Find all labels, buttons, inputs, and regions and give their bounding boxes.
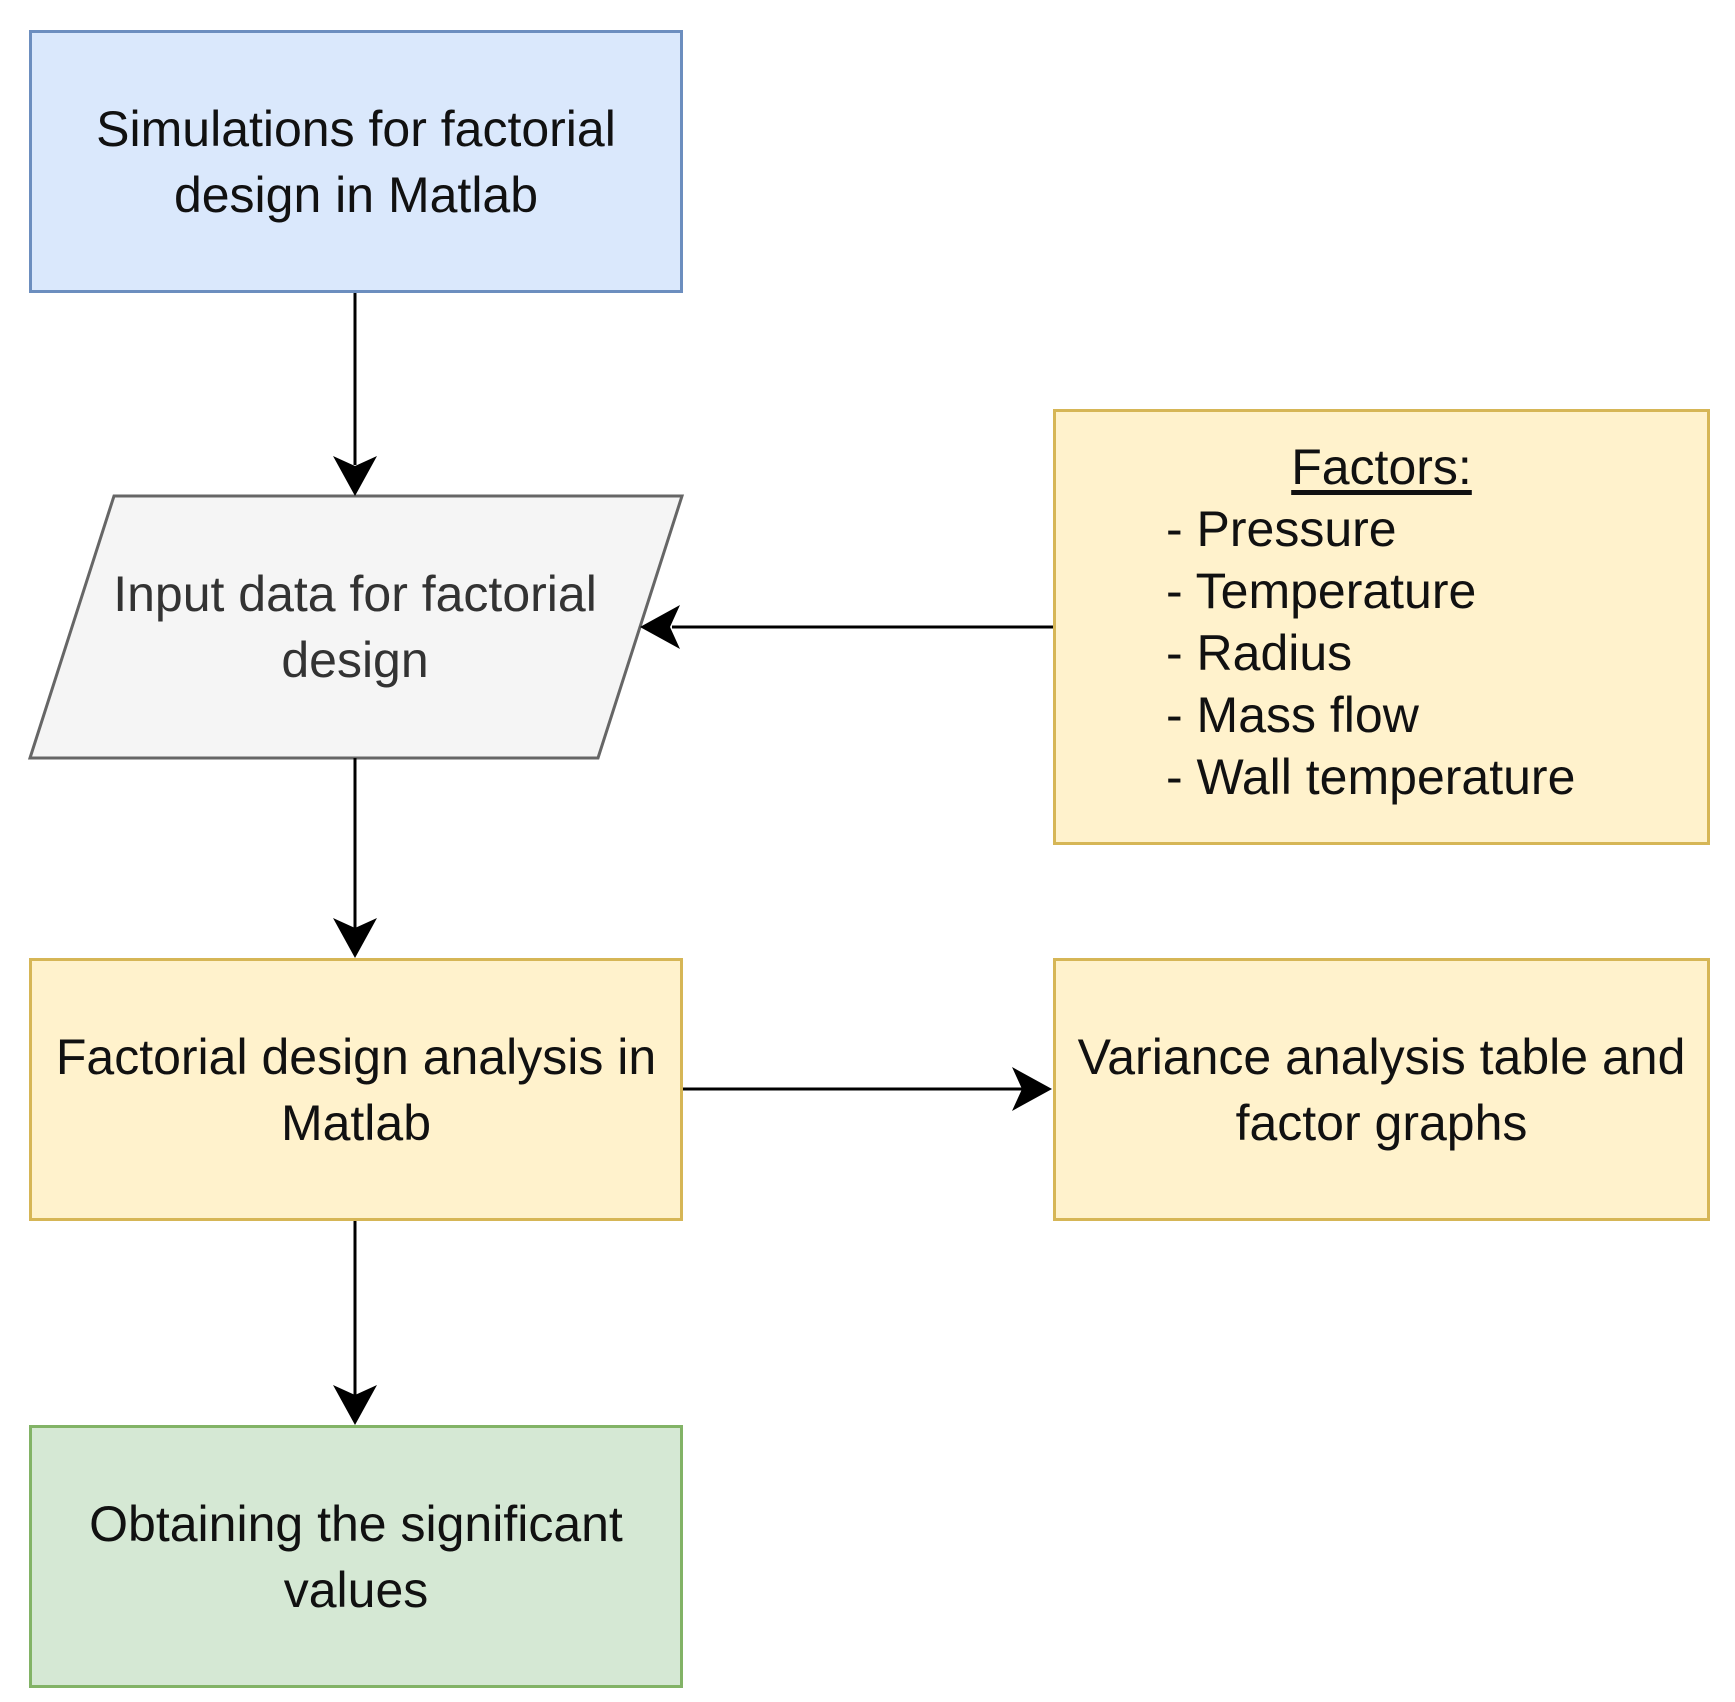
factor-item: - Pressure bbox=[1166, 501, 1397, 557]
input-data-node: Input data for factorial design bbox=[30, 496, 680, 758]
factors-node: Factors: - Pressure - Temperature - Radi… bbox=[1053, 409, 1710, 845]
significant-line-2: values bbox=[283, 1561, 429, 1618]
factors-list: - Pressure - Temperature - Radius - Mass… bbox=[1166, 498, 1575, 808]
simulations-line-1: Simulations for factorial bbox=[96, 100, 616, 157]
variance-node: Variance analysis table and factor graph… bbox=[1053, 958, 1710, 1221]
analysis-line-2: Matlab bbox=[280, 1094, 432, 1151]
input-data-line-2: design bbox=[281, 632, 429, 688]
factor-item: - Mass flow bbox=[1166, 687, 1419, 743]
variance-line-2: factor graphs bbox=[1235, 1094, 1528, 1151]
significant-line-1: Obtaining the significant bbox=[89, 1495, 623, 1552]
analysis-line-1: Factorial design analysis in bbox=[55, 1028, 657, 1085]
factor-item: - Radius bbox=[1166, 625, 1353, 681]
arrow-factors-to-input bbox=[640, 605, 1053, 649]
factor-item: - Temperature bbox=[1166, 563, 1477, 619]
input-data-line-1: Input data for factorial bbox=[113, 566, 597, 622]
significant-node: Obtaining the significant values bbox=[29, 1425, 683, 1688]
factor-item: - Wall temperature bbox=[1166, 749, 1576, 805]
arrow-analysis-to-significant bbox=[333, 1221, 377, 1425]
arrow-input-to-analysis bbox=[333, 758, 377, 958]
arrow-analysis-to-variance bbox=[683, 1067, 1052, 1111]
factors-title: Factors: bbox=[1291, 439, 1472, 495]
simulations-node: Simulations for factorial design in Matl… bbox=[29, 30, 683, 293]
analysis-node: Factorial design analysis in Matlab bbox=[29, 958, 683, 1221]
simulations-line-2: design in Matlab bbox=[173, 166, 539, 223]
arrow-simulations-to-input bbox=[333, 293, 377, 496]
variance-line-1: Variance analysis table and bbox=[1077, 1028, 1686, 1085]
